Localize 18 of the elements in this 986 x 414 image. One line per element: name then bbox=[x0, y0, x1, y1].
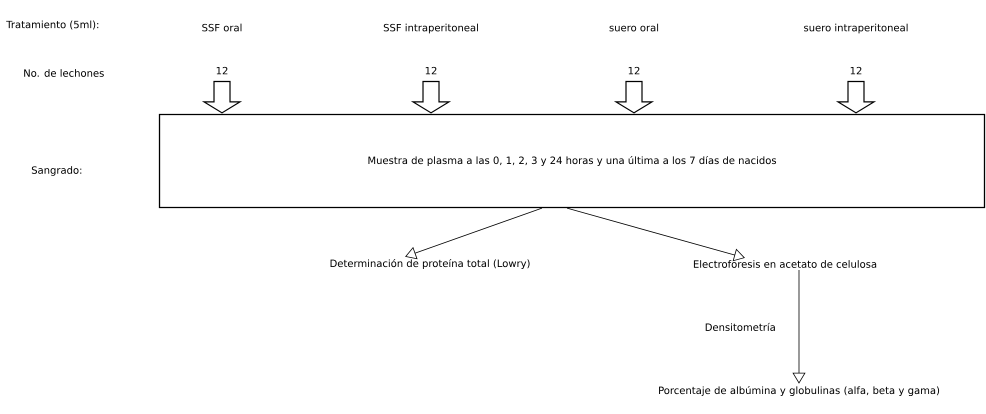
arrow bbox=[566, 208, 745, 262]
process-box: Muestra de plasma a las 0, 1, 2, 3 y 24 horas y una última a los 7 días de nacidos bbox=[158, 114, 986, 208]
row-label: Sangrado: bbox=[32, 166, 82, 176]
edge-label: Densitometría bbox=[704, 322, 777, 332]
step-text: Electroforesis en acetato de celulosa bbox=[694, 260, 876, 268]
treatment-label: suero intraperitoneal 12 bbox=[804, 24, 908, 74]
block-arrow bbox=[410, 80, 452, 114]
block-arrow bbox=[614, 80, 654, 114]
arrow bbox=[405, 208, 542, 260]
treatment-label: SSF oral 12 bbox=[202, 24, 242, 74]
block-arrow bbox=[836, 80, 876, 114]
treatment-label: SSF intraperitoneal 12 bbox=[384, 24, 478, 74]
step-text: Determinación de proteína total (Lowry) bbox=[330, 258, 530, 270]
row-label: No. de lechones bbox=[24, 69, 104, 77]
row-label: Tratamiento (5ml): bbox=[6, 20, 98, 30]
block-arrow bbox=[202, 80, 242, 114]
result-text: Porcentaje de albúmina y globulinas (alfa, beta y gama) bbox=[659, 386, 940, 396]
treatment-label: suero oral 12 bbox=[610, 24, 658, 74]
